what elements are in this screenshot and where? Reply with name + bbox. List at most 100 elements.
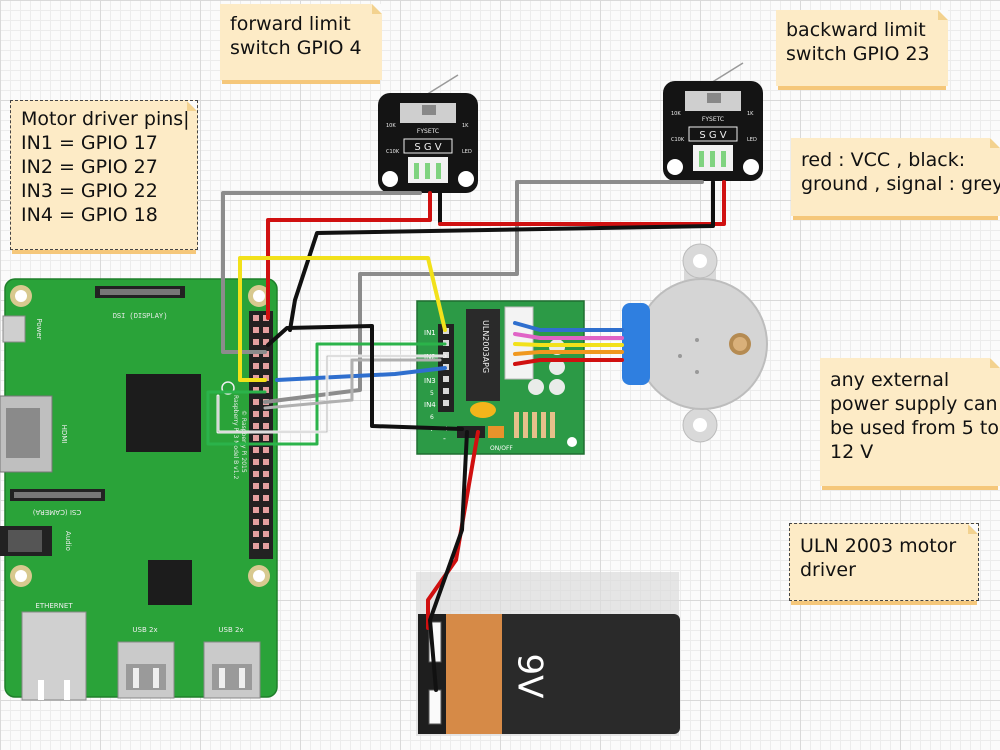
- hdmi-label: HDMI: [60, 425, 68, 444]
- gpio-pin: [263, 339, 269, 345]
- pin-label-5: 5: [430, 390, 434, 397]
- gpio-pin: [263, 543, 269, 549]
- wire-motor-red: [513, 358, 624, 366]
- gpio-pin: [253, 471, 259, 477]
- gpio-pin: [253, 315, 259, 321]
- switch-small-label: LED: [747, 137, 757, 143]
- usb1-label: USB 2x: [132, 626, 157, 634]
- battery: 9V: [416, 572, 680, 736]
- gpio-pin: [263, 531, 269, 537]
- led-b: [549, 359, 565, 375]
- note-external-power: any external power supply can be used fr…: [820, 358, 1000, 486]
- wire-in1-yellow: [238, 256, 447, 382]
- gpio-pin: [253, 411, 259, 417]
- gpio-pin: [263, 471, 269, 477]
- gpio-pin: [263, 375, 269, 381]
- stepper-motor: [622, 243, 768, 443]
- note-line: ground , signal : grey: [801, 173, 1000, 195]
- resistors: [514, 412, 555, 438]
- wire-switch2-red: [438, 180, 726, 226]
- model-text: Raspberry Pi 3 Model B v1.2: [232, 395, 239, 479]
- wire-switch1-grey: [221, 191, 422, 354]
- gpio-pin: [263, 351, 269, 357]
- note-line: backward limit: [786, 19, 926, 41]
- led-d: [549, 379, 565, 395]
- gpio-pin: [263, 495, 269, 501]
- note-uln2003: ULN 2003 motor driver: [789, 523, 979, 601]
- soc-chip: [126, 374, 201, 452]
- gpio-pin: [253, 423, 259, 429]
- chip-label: ULN2003APG: [481, 320, 490, 373]
- wire-motor-orange: [513, 350, 624, 356]
- battery-label: 9V: [510, 654, 550, 699]
- gpio-pins: [253, 315, 269, 549]
- mounting-hole-icon: [458, 171, 474, 187]
- wire-in3-blue: [275, 366, 447, 382]
- gpio-pin: [263, 483, 269, 489]
- wire-grey-driver: [263, 358, 442, 410]
- note-line: IN3 = GPIO 22: [21, 180, 158, 202]
- gpio-pin: [253, 399, 259, 405]
- switch-small-label: C10K: [386, 149, 400, 155]
- capacitor: [470, 402, 496, 418]
- switch-small-label: LED: [462, 149, 472, 155]
- wire-switch2-black: [288, 180, 715, 332]
- note-line: switch GPIO 4: [230, 37, 362, 59]
- note-line: driver: [800, 559, 856, 581]
- onoff-label: ON/OFF: [490, 445, 513, 452]
- note-line: IN4 = GPIO 18: [21, 204, 158, 226]
- ethernet-port: [21, 611, 87, 701]
- mounting-hole-icon: [567, 437, 577, 447]
- gpio-pin: [253, 483, 259, 489]
- raspberry-pi-board: DSI (DISPLAY) Power HDMI CSI (CAMERA) Au…: [0, 278, 278, 701]
- gpio-pin: [263, 423, 269, 429]
- wire-driver-ground: [266, 324, 464, 431]
- gpio-pin: [263, 459, 269, 465]
- gpio-pin: [253, 459, 259, 465]
- gpio-pin: [253, 327, 259, 333]
- input-pin: [443, 400, 449, 406]
- gpio-pin: [263, 435, 269, 441]
- wire-motor-yellow: [513, 342, 624, 347]
- input-pin: [443, 388, 449, 394]
- switch-brand: FYSETC: [417, 128, 439, 135]
- wire-in2-green: [206, 342, 447, 446]
- mounting-hole-icon: [693, 418, 707, 432]
- gpio-pin: [253, 363, 259, 369]
- battery-terminal-icon: [428, 689, 442, 725]
- led-c: [528, 379, 544, 395]
- gpio-pin: [263, 519, 269, 525]
- input-label-in3: IN3: [424, 377, 436, 385]
- input-label-in1: IN1: [424, 329, 436, 337]
- gpio-pin: [253, 447, 259, 453]
- gpio-pin: [263, 447, 269, 453]
- usb2-label: USB 2x: [218, 626, 243, 634]
- note-line: IN2 = GPIO 27: [21, 156, 158, 178]
- mounting-hole-icon: [743, 159, 759, 175]
- switch-small-label: 1K: [462, 123, 469, 129]
- switch-small-label: 10K: [671, 111, 681, 117]
- power-label: Power: [35, 318, 43, 339]
- gpio-pin: [263, 411, 269, 417]
- note-forward-limit-switch: forward limit switch GPIO 4: [220, 4, 382, 80]
- gpio-pin: [253, 531, 259, 537]
- gpio-pin: [253, 495, 259, 501]
- gpio-pin: [263, 363, 269, 369]
- note-backward-limit-switch: backward limit switch GPIO 23: [776, 10, 948, 86]
- wire-switch1-red: [266, 191, 432, 320]
- power-port: [2, 315, 26, 343]
- note-line: 12 V: [830, 441, 874, 463]
- note-line: IN1 = GPIO 17: [21, 132, 158, 154]
- pin-label-6: 6: [430, 414, 434, 421]
- input-pin: [443, 376, 449, 382]
- note-line: switch GPIO 23: [786, 43, 930, 65]
- gpio-pin: [253, 507, 259, 513]
- switch-pin-labels: S G V: [699, 130, 726, 141]
- note-line: Motor driver pins|: [21, 108, 190, 130]
- mounting-hole-icon: [382, 171, 398, 187]
- switch-small-label: 10K: [386, 123, 396, 129]
- switch-small-label: C10K: [671, 137, 685, 143]
- csi-label: CSI (CAMERA): [32, 508, 81, 516]
